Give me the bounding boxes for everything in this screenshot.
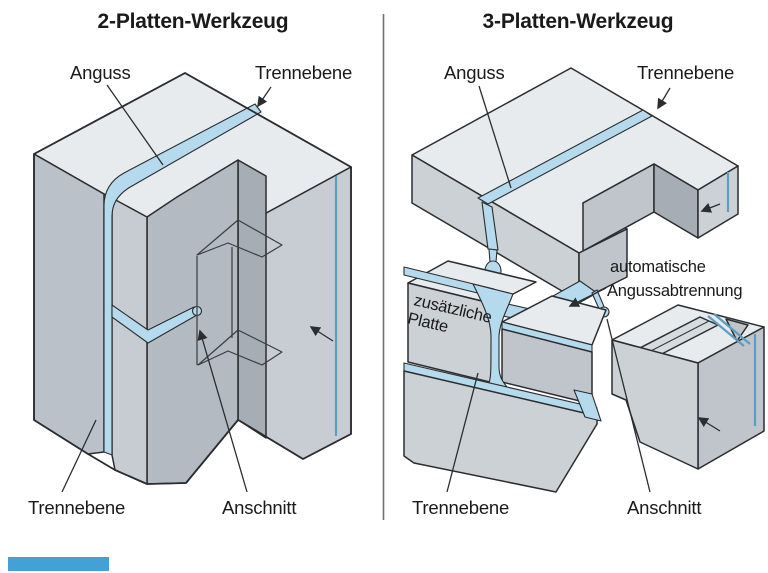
gate-funnel [573, 389, 602, 422]
leader-anguss [106, 84, 164, 166]
sprue-top [481, 201, 499, 251]
label-anguss: Anguss [444, 62, 505, 83]
label-auto-line1: automatische [610, 258, 706, 276]
top-slab [411, 67, 739, 302]
leader-trennebene-top [657, 87, 671, 110]
leader-auto-degating [568, 287, 607, 307]
leader-trennebene-bottom [446, 372, 479, 493]
label-trennebene-bottom: Trennebene [412, 497, 509, 518]
mid-plate-face [111, 197, 148, 485]
leader-trennebene-bottom [61, 419, 97, 493]
leader-anschnitt [606, 318, 651, 493]
left-plate-face [33, 153, 105, 455]
cavity-groove-centerline [642, 320, 710, 356]
label-trennebene-bottom: Trennebene [28, 497, 125, 518]
bottom-right-block [611, 304, 765, 470]
parting-line-b [713, 313, 751, 345]
parting-strip-top [477, 109, 653, 205]
direction-arrow-icon [700, 202, 721, 213]
part-contour [196, 219, 283, 366]
right-figure-title: 3-Platten-Werkzeug [483, 10, 674, 33]
label-trennebene-top: Trennebene [637, 62, 734, 83]
direction-arrow-icon [697, 417, 721, 432]
footer-accent-bar [8, 557, 109, 571]
label-auto-line2: Angussabtrennung [607, 282, 742, 300]
notch-side-face [237, 159, 267, 439]
bottom-right-front-face [611, 339, 699, 470]
label-anguss: Anguss [70, 62, 131, 83]
leader-anguss [478, 85, 512, 189]
left-figure-title: 2-Platten-Werkzeug [98, 10, 289, 33]
leader-anschnitt [197, 329, 248, 493]
label-trennebene-top: Trennebene [255, 62, 352, 83]
sprue-neck-upper [488, 248, 498, 263]
leader-trennebene-top [257, 86, 272, 108]
label-anschnitt: Anschnitt [222, 497, 296, 518]
mid-cavity-block [501, 295, 607, 405]
tool-outline [33, 72, 352, 485]
sprue-channel [103, 103, 262, 456]
label-anschnitt: Anschnitt [627, 497, 701, 518]
parting-line-a [707, 315, 745, 347]
right-figure: 3-Platten-Werkzeug Anguss Trennebene aut… [403, 10, 765, 518]
bottom-left-block [403, 362, 602, 493]
direction-arrow-icon [309, 326, 334, 342]
left-figure: 2-Platten-Werkzeug Anguss Trennebene Tre… [28, 10, 352, 518]
